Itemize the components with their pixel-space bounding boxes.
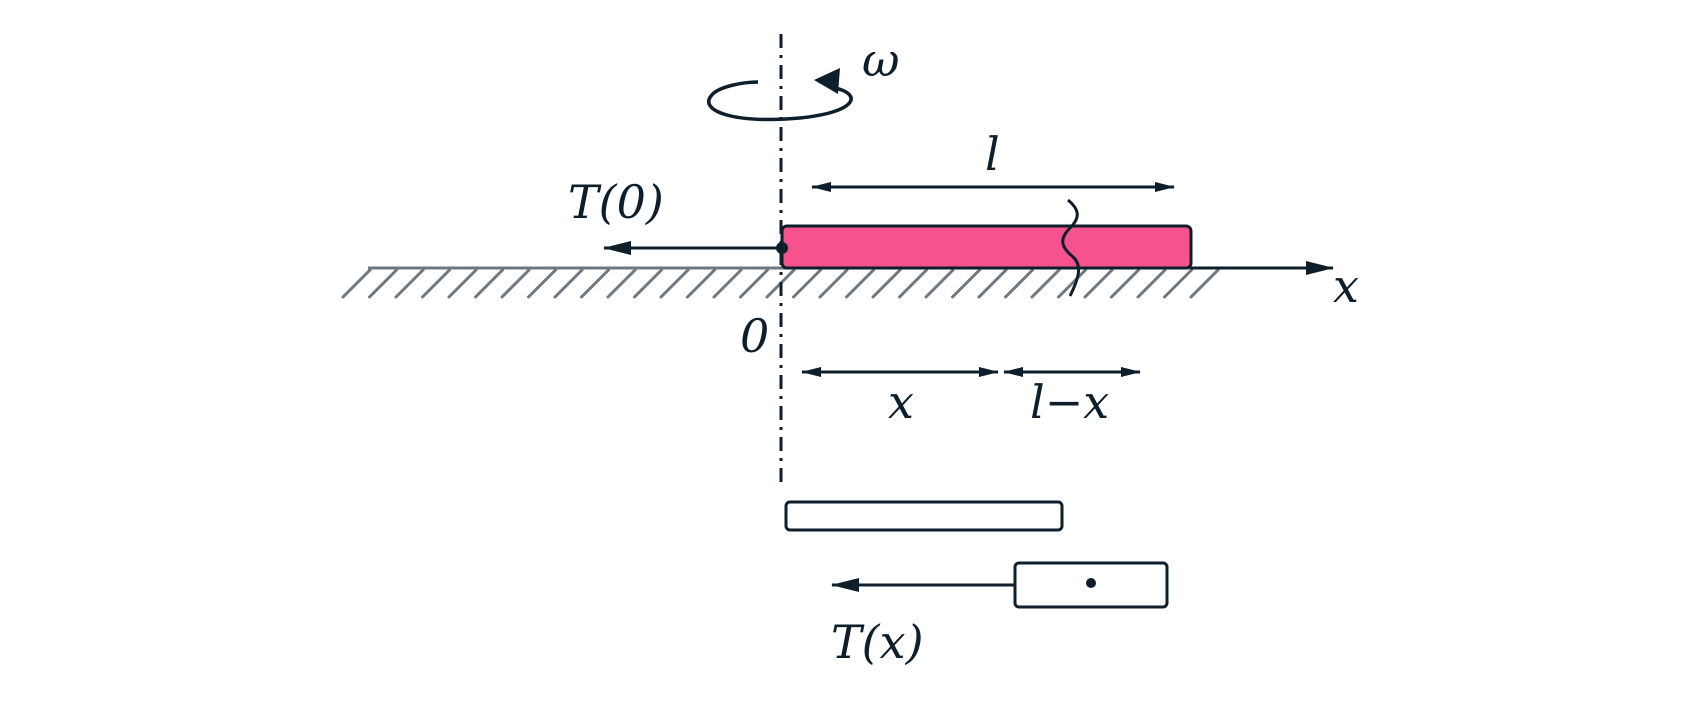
hatch-line bbox=[951, 268, 981, 299]
hatch-line bbox=[739, 268, 769, 299]
hatch-line bbox=[845, 268, 875, 299]
hatch-line bbox=[712, 268, 743, 299]
hatch-line bbox=[1030, 268, 1061, 299]
hatch-line bbox=[606, 268, 637, 299]
length-label: l bbox=[985, 127, 1000, 181]
segment-rest-label: l−x bbox=[1030, 375, 1109, 429]
center-of-mass-dot bbox=[1086, 578, 1096, 588]
hatch-line bbox=[818, 268, 849, 299]
hatch-line bbox=[447, 268, 478, 299]
hatch-line bbox=[924, 268, 955, 299]
hatch-line bbox=[1004, 268, 1034, 299]
hatch-line bbox=[1136, 268, 1167, 299]
hatch-line bbox=[1083, 268, 1114, 299]
hatch-line bbox=[421, 268, 451, 299]
hatch-line bbox=[1110, 268, 1140, 299]
hatch-line bbox=[580, 268, 610, 299]
hatch-line bbox=[977, 268, 1008, 299]
cut-mark bbox=[1061, 198, 1080, 297]
rod bbox=[780, 224, 1193, 270]
hatch-line bbox=[527, 268, 557, 299]
hatch-line bbox=[1163, 268, 1193, 299]
hatch-line bbox=[792, 268, 822, 299]
hatch-line bbox=[500, 268, 531, 299]
tension-at-axis-label: T(0) bbox=[568, 175, 664, 229]
inner-segment bbox=[784, 500, 1064, 532]
hatch-line bbox=[659, 268, 690, 299]
hatch-line bbox=[871, 268, 902, 299]
hatch-line bbox=[1189, 268, 1220, 299]
hatch-line bbox=[1057, 268, 1087, 299]
hatch-line bbox=[553, 268, 584, 299]
rotation-arrow-icon bbox=[707, 68, 853, 122]
hatch-line bbox=[394, 268, 425, 299]
attachment-point bbox=[776, 242, 788, 254]
hatch-line bbox=[898, 268, 928, 299]
hatch-line bbox=[341, 268, 372, 299]
hatch-line bbox=[474, 268, 504, 299]
hatch-line bbox=[368, 268, 398, 299]
omega-label: ω bbox=[862, 33, 900, 87]
segment-x-label: x bbox=[888, 375, 914, 429]
hatch-line bbox=[686, 268, 716, 299]
x-axis-label: x bbox=[1333, 259, 1359, 313]
origin-label: 0 bbox=[740, 309, 769, 363]
tension-at-x-label: T(x) bbox=[831, 615, 924, 669]
hatch-line bbox=[633, 268, 663, 299]
ground-surface bbox=[341, 266, 1230, 299]
